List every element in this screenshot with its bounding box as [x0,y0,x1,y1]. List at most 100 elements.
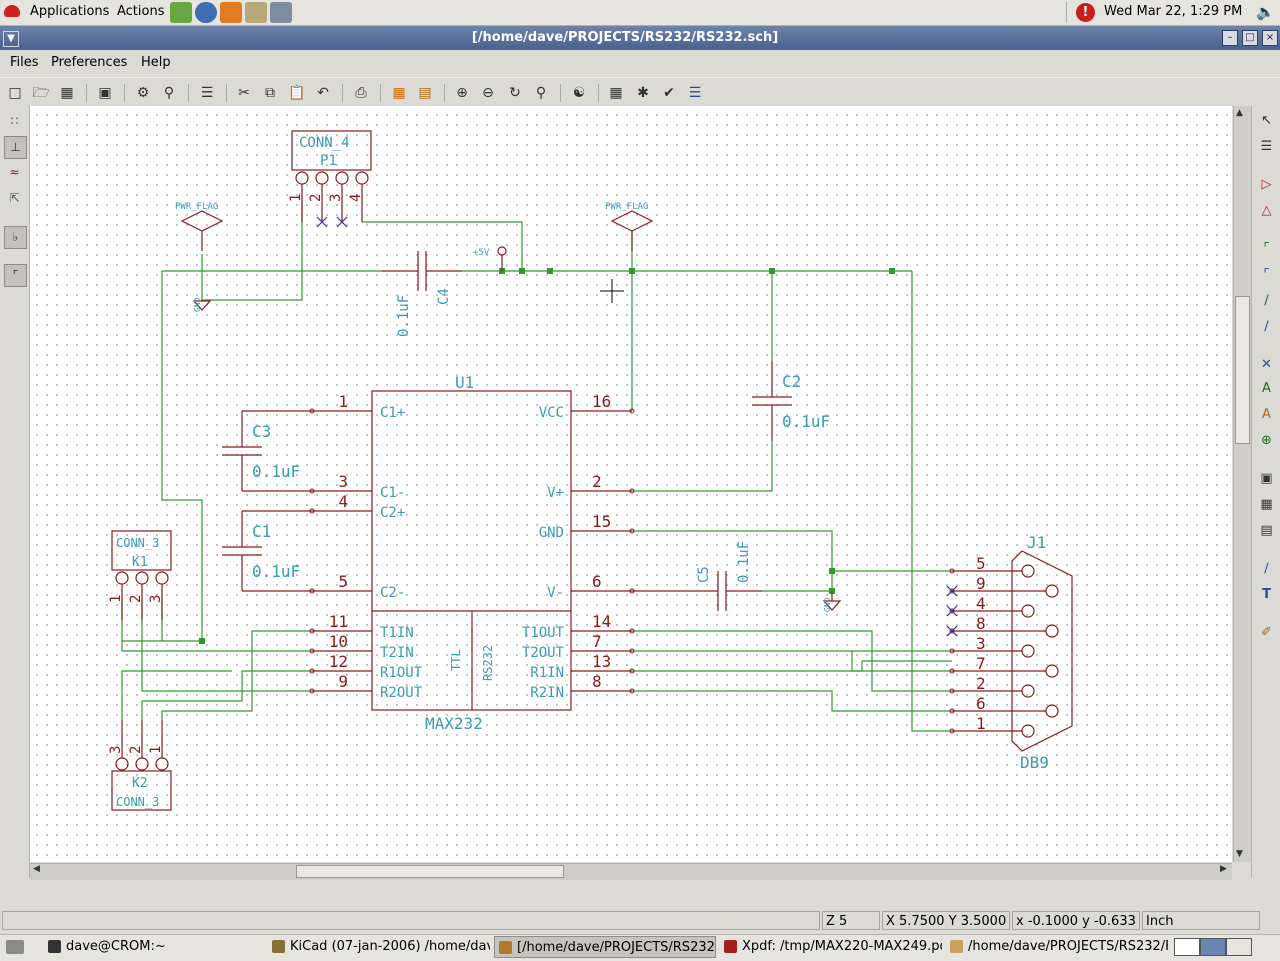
scroll-left-icon[interactable]: ◀ [33,864,40,874]
select-arrow-icon[interactable]: ↖ [1261,113,1272,128]
u1-pin-number: 13 [592,652,611,671]
undo-icon[interactable]: ↶ [317,85,329,101]
new-sheet-icon[interactable]: □ [8,85,22,101]
schematic-drawing[interactable]: 1C1+3C1-4C2+5C2-11T1IN10T2IN12R1OUT9R2OU… [0,0,1232,862]
scroll-up-icon[interactable]: ▲ [1236,108,1243,118]
place-power-icon[interactable]: △ [1261,203,1272,218]
bus-bus-entry-icon[interactable]: ∕ [1264,319,1269,334]
no-connect [946,605,958,617]
launcher-browser-icon[interactable] [195,2,217,23]
task-kicad[interactable]: KiCad (07-jan-2006) /home/dave [268,936,490,958]
schematic-canvas[interactable] [30,106,1232,862]
save-icon[interactable]: ▣ [98,85,112,101]
redhat-icon[interactable] [4,5,20,17]
u1-pin-number: 10 [329,632,348,651]
u1-pin-name: T2IN [380,645,414,661]
no-connect [946,625,958,637]
u1-pin-name: C2- [380,585,405,601]
task-xpdf[interactable]: Xpdf: /tmp/MAX220-MAX249.pdf [720,936,942,958]
vertical-scroll-thumb[interactable] [1235,296,1250,444]
window-menu-icon[interactable]: ▼ [3,31,19,47]
menu-files[interactable]: Files [10,55,39,70]
j1-pin-end [949,668,955,674]
menu-preferences[interactable]: Preferences [51,55,128,70]
volume-icon[interactable]: 🔈 [1256,3,1275,21]
place-component-icon[interactable]: ▷ [1261,177,1272,192]
zoom-in-icon[interactable]: ⊕ [456,85,468,101]
alert-icon[interactable]: ! [1076,3,1095,22]
k1-pin-circle [135,571,149,585]
workspace-2[interactable] [1200,938,1226,956]
bom-icon[interactable]: ▤ [418,85,432,101]
k2-pin-circle [155,757,169,771]
net-label-icon[interactable]: A [1262,381,1271,396]
cut-icon[interactable]: ✂ [238,85,250,101]
units-mm-icon[interactable]: ≈ [9,165,20,179]
hierarchy-icon[interactable]: ☰ [200,85,214,101]
launcher-files-icon[interactable] [245,2,267,23]
save-all-icon[interactable]: ▦ [60,85,74,101]
maximize-button[interactable]: □ [1242,30,1258,46]
redraw-icon[interactable]: ↻ [509,85,521,101]
j1-pin-circle [1021,644,1035,658]
place-bus-icon[interactable]: ⌜ [1263,267,1270,282]
k2-ref: K2 [132,776,148,791]
applications-menu[interactable]: Applications [30,4,110,19]
global-label-icon[interactable]: A [1262,407,1271,422]
launcher-office-icon[interactable] [220,2,242,23]
print-icon[interactable]: ⎙ [355,85,367,101]
menu-help[interactable]: Help [141,55,171,70]
j1-pin-number: 8 [976,614,986,633]
units-inch-icon[interactable]: ⊥ [4,136,27,159]
actions-menu[interactable]: Actions [117,4,165,19]
launcher-editor-icon[interactable] [270,2,292,23]
hierarchy-nav-icon[interactable]: ☰ [1260,139,1273,154]
scroll-down-icon[interactable]: ▼ [1236,849,1243,859]
close-button[interactable]: × [1262,30,1278,46]
hidden-pins-icon[interactable]: ♭ [4,226,27,249]
task-file-browser[interactable]: /home/dave/PROJECTS/RS232/F [946,936,1168,958]
backanno-icon[interactable]: ☰ [688,85,702,101]
workspace-3[interactable] [1226,938,1252,956]
hier-sheet-icon[interactable]: ▣ [1260,471,1273,486]
task-terminal[interactable]: dave@CROM:~ [44,936,264,958]
task-eeschema[interactable]: [/home/dave/PROJECTS/RS232/ [494,936,716,958]
delete-item-icon[interactable]: ✐ [1261,625,1272,640]
workspace-1[interactable] [1174,938,1200,956]
find-icon[interactable]: ☯ [572,85,586,101]
open-icon[interactable]: 🗁 [32,85,50,101]
annotate-icon[interactable]: ▦ [609,85,623,101]
clock[interactable]: Wed Mar 22, 1:29 PM [1104,4,1243,19]
cursor-shape-icon[interactable]: ⇱ [9,191,20,205]
library-browser-icon[interactable]: ⚲ [163,85,175,101]
u1-pin-name: R1OUT [380,665,423,681]
horizontal-scroll-thumb[interactable] [296,865,564,878]
zoom-fit-icon[interactable]: ⚲ [535,85,547,101]
paste-icon[interactable]: 📋 [288,85,306,101]
cvpcb-icon[interactable]: ✔ [663,85,675,101]
vertical-scrollbar[interactable] [1233,106,1251,862]
window-titlebar[interactable]: ▼ [/home/dave/PROJECTS/RS232/RS232.sch] … [0,26,1280,50]
graphic-text-icon[interactable]: T [1262,587,1271,602]
wire-bus-entry-icon[interactable]: ∕ [1264,293,1269,308]
show-desktop-icon[interactable] [6,940,24,954]
grid-toggle-icon[interactable]: ∷ [10,114,19,128]
junction-icon[interactable]: ⊕ [1261,433,1272,448]
zoom-out-icon[interactable]: ⊖ [482,85,494,101]
library-icon[interactable]: ⚙ [136,85,150,101]
minimize-button[interactable]: – [1222,30,1238,46]
erc-icon[interactable]: ✱ [637,85,649,101]
netlist-icon[interactable]: ▦ [392,85,406,101]
u1-pin-end [309,488,315,494]
j1-pin-number: 7 [976,654,986,673]
graphic-line-icon[interactable]: ∕ [1264,561,1269,576]
scroll-right-icon[interactable]: ▶ [1220,864,1227,874]
launcher-terminal-icon[interactable] [170,2,192,23]
place-wire-icon[interactable]: ⌜ [1263,241,1270,256]
import-pin-icon[interactable]: ▦ [1260,497,1273,512]
no-connect-icon[interactable]: ✕ [1261,357,1272,372]
hier-pin-icon[interactable]: ▤ [1260,523,1273,538]
copy-icon[interactable]: ⧉ [265,85,275,101]
horizontal-scrollbar[interactable] [30,863,1232,880]
line-angle-icon[interactable]: ⌜ [4,264,27,287]
